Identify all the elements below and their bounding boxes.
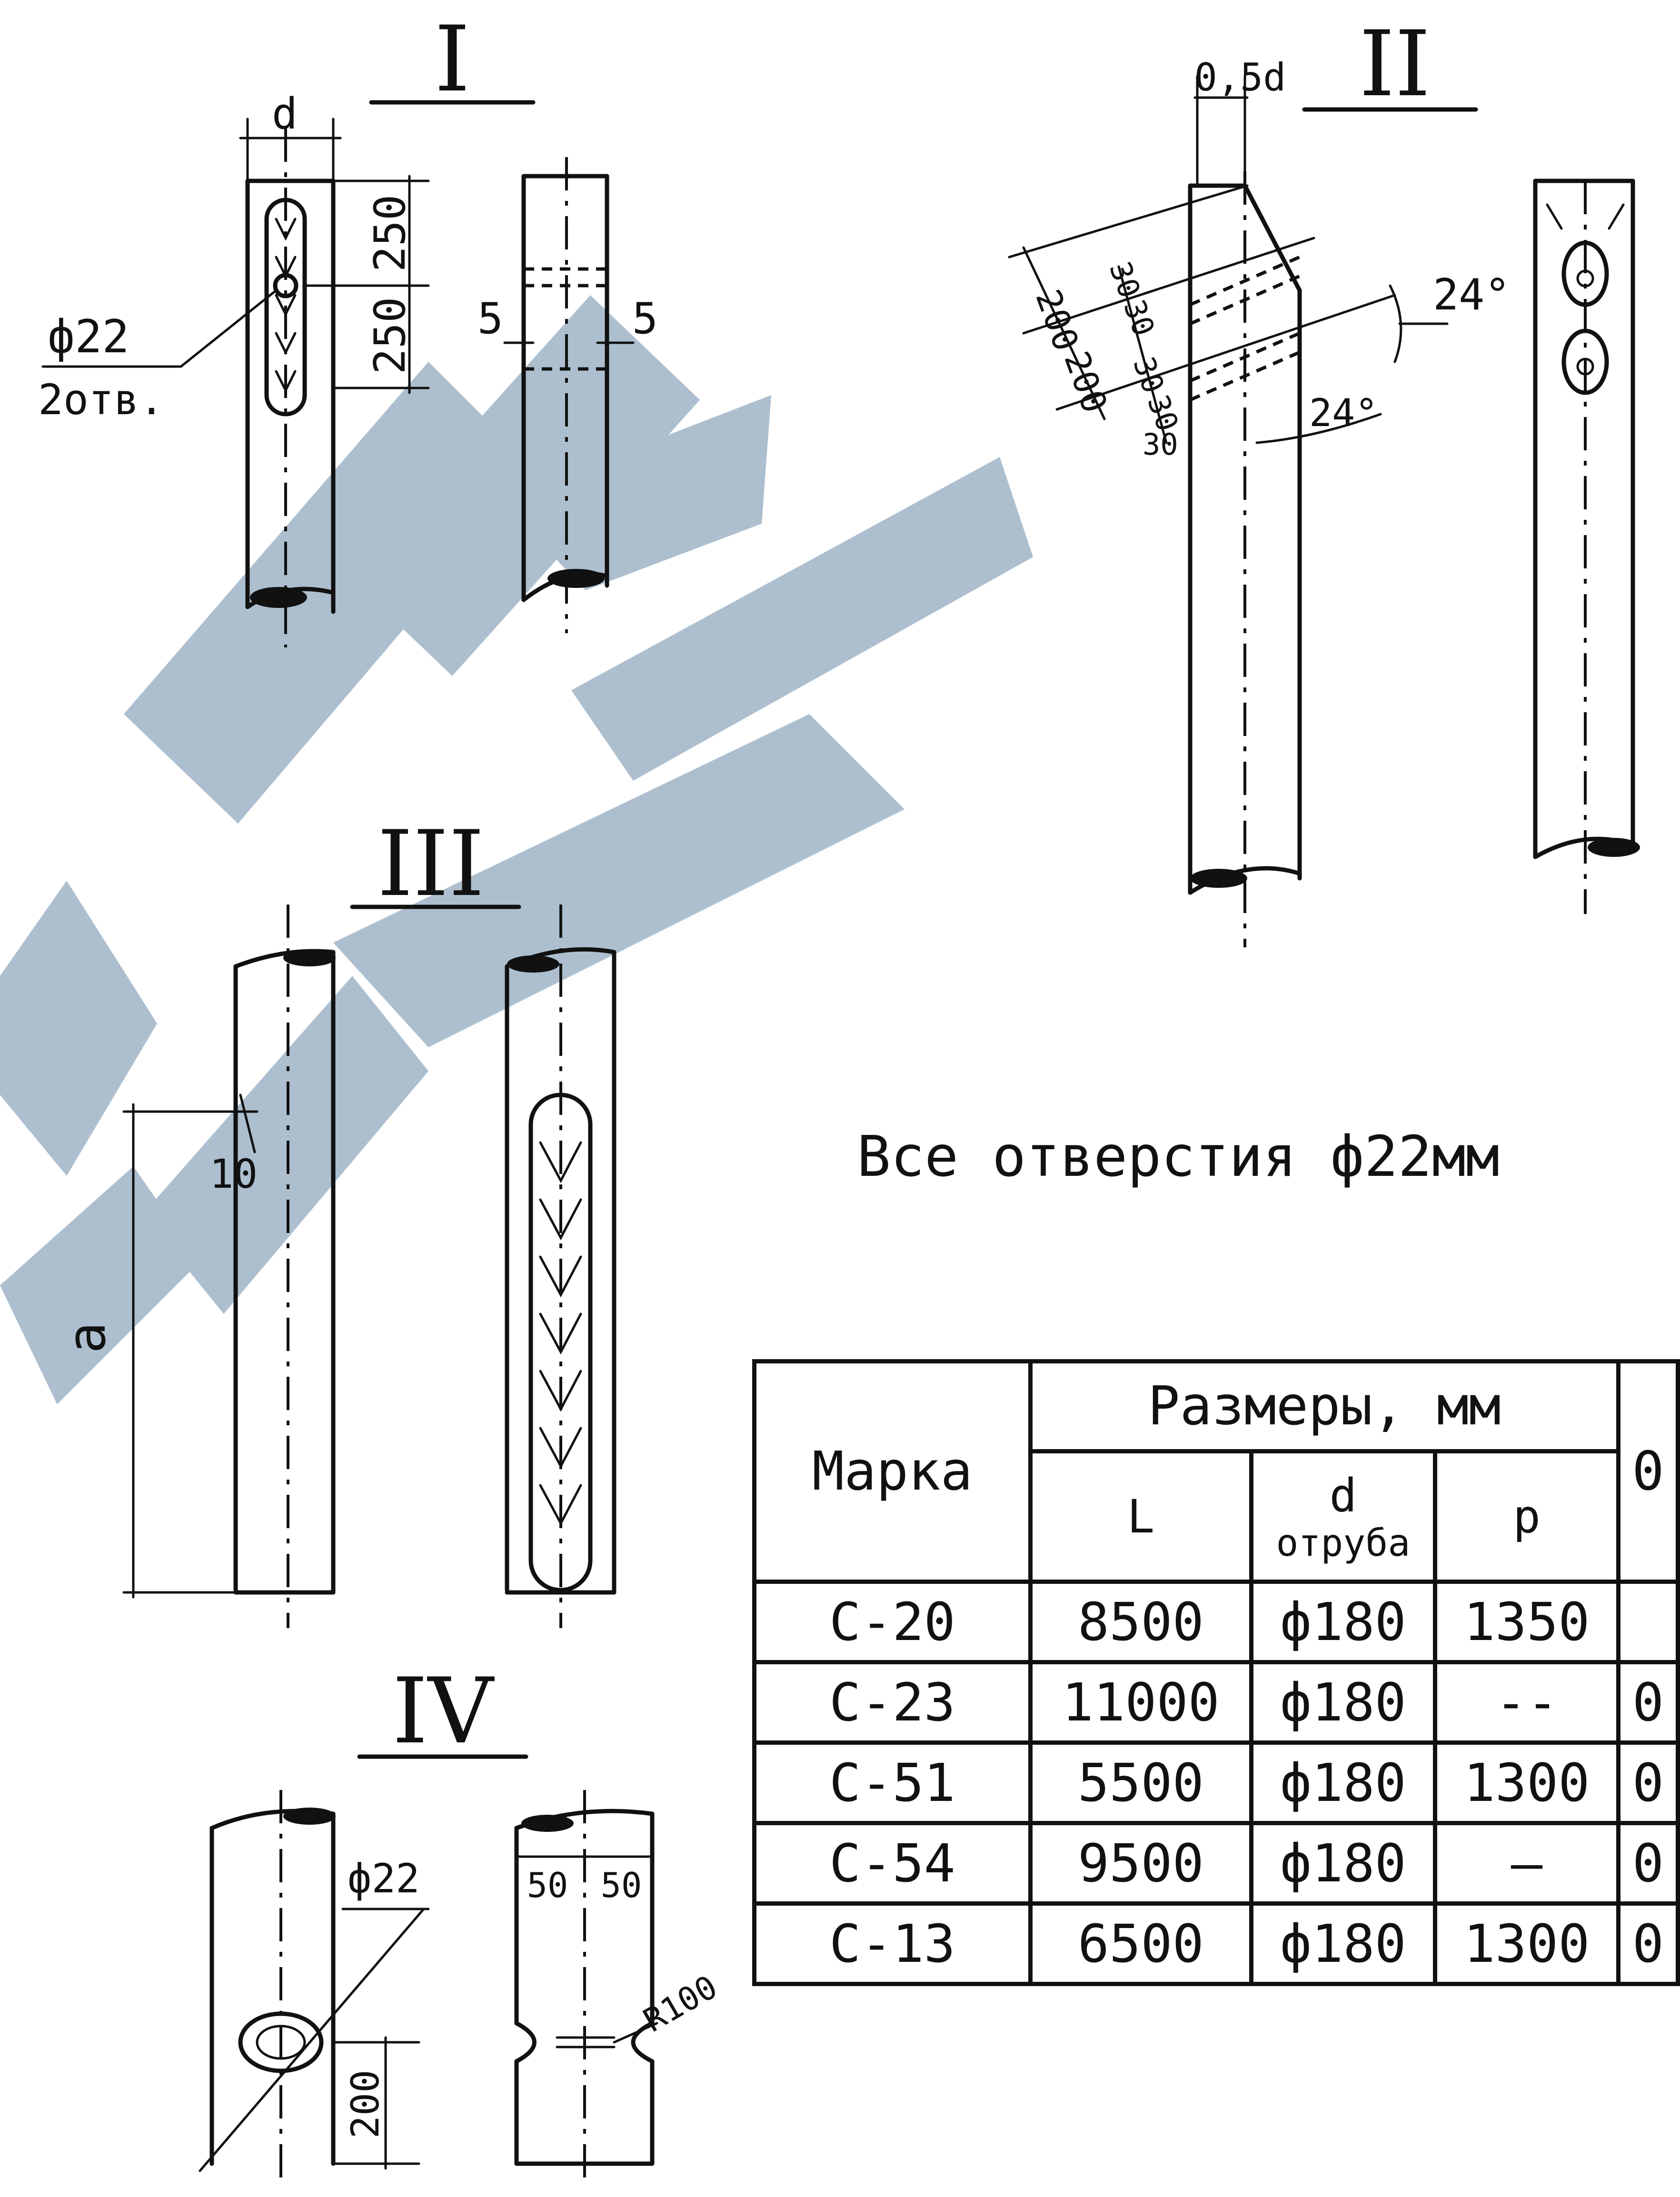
table-row: С-54 9500 ф180 — 0 xyxy=(752,1821,1680,1906)
view-1: I d 250 250 ф22 2отв. xyxy=(38,7,658,647)
spec-table: Марка Размеры, мм 0 L d отруба р С-20 85… xyxy=(752,1359,1680,1986)
view-2: II 0,5d 200 200 30 30 30 30 30 xyxy=(1008,11,1640,947)
header-d-cell: d отруба xyxy=(1249,1449,1438,1584)
pipe-1-side xyxy=(521,157,609,633)
pipe-3-front xyxy=(233,905,336,1628)
cell-p: — xyxy=(1433,1821,1620,1906)
dim-250-top: 250 xyxy=(365,195,415,272)
cell-d: ф180 xyxy=(1249,1660,1438,1745)
table-row: С-20 8500 ф180 1350 xyxy=(752,1580,1680,1664)
dim-50-b: 50 xyxy=(601,1865,642,1905)
cell-p: 1300 xyxy=(1433,1901,1620,1986)
pipe-4-side xyxy=(514,1790,655,2185)
cell-extra: 0 xyxy=(1616,1901,1680,1986)
cell-mark: С-20 xyxy=(752,1580,1033,1664)
dim-200-a: 200 xyxy=(1028,284,1086,356)
pipe-2-side xyxy=(1533,179,1640,914)
cell-mark: С-13 xyxy=(752,1901,1033,1986)
table-row: С-13 6500 ф180 1300 0 xyxy=(752,1901,1680,1986)
cell-extra: 0 xyxy=(1616,1740,1680,1825)
table-row: С-23 11000 ф180 -- 0 xyxy=(752,1660,1680,1745)
cell-mark: С-54 xyxy=(752,1821,1033,1906)
view-4-roman: IV xyxy=(392,1659,495,1764)
pipe-2-front xyxy=(1188,171,1302,947)
cell-mark: С-23 xyxy=(752,1660,1033,1745)
dim-30-e: 30 xyxy=(1143,427,1178,462)
angle-label-a: 24° xyxy=(1433,270,1511,320)
dim-50-a: 50 xyxy=(527,1865,568,1905)
dim-200-label: 200 xyxy=(343,2070,388,2139)
view-2-roman: II xyxy=(1359,11,1431,117)
pipe-3-side xyxy=(505,905,616,1628)
cell-p: 1350 xyxy=(1433,1580,1620,1664)
cell-L: 5500 xyxy=(1028,1740,1253,1825)
side-dim-left: 5 xyxy=(477,294,503,344)
dim-d-label: d xyxy=(272,89,298,139)
cell-p: -- xyxy=(1433,1660,1620,1745)
cell-d: ф180 xyxy=(1249,1901,1438,1986)
angle-label-b: 24° xyxy=(1309,391,1378,435)
pipe-4-front xyxy=(209,1790,336,2185)
header-L: L xyxy=(1028,1449,1253,1584)
pipe-1-front xyxy=(245,129,336,647)
dim-a-label: a xyxy=(56,1322,117,1353)
view-3: III 10 a xyxy=(56,811,616,1628)
header-d-sub: отруба xyxy=(1276,1521,1411,1565)
dim-30-c: 30 xyxy=(1126,352,1171,398)
holes-note: Все отверстия ф22мм xyxy=(857,1123,1500,1189)
table-row: С-51 5500 ф180 1300 0 xyxy=(752,1740,1680,1825)
header-mark: Марка xyxy=(752,1359,1033,1584)
hole-label-4: ф22 xyxy=(348,1855,420,1902)
cell-d: ф180 xyxy=(1249,1580,1438,1664)
view-4: IV ф22 200 50 50 R1 xyxy=(199,1659,724,2185)
cell-L: 11000 xyxy=(1028,1660,1253,1745)
dim-30-b: 30 xyxy=(1117,295,1162,340)
hole-label-1: ф22 xyxy=(48,311,129,363)
cell-extra: 0 xyxy=(1616,1660,1680,1745)
dim-10-label: 10 xyxy=(209,1151,258,1197)
dim-250-bottom: 250 xyxy=(365,297,415,375)
header-p: р xyxy=(1433,1449,1620,1584)
side-dim-right: 5 xyxy=(632,294,658,344)
header-d: d xyxy=(1329,1469,1357,1522)
cell-d: ф180 xyxy=(1249,1821,1438,1906)
view-3-roman: III xyxy=(377,811,484,916)
cell-mark: С-51 xyxy=(752,1740,1033,1825)
header-dimensions: Размеры, мм xyxy=(1028,1359,1620,1453)
cell-L: 6500 xyxy=(1028,1901,1253,1986)
cell-L: 9500 xyxy=(1028,1821,1253,1906)
hole-count-1: 2отв. xyxy=(38,375,164,424)
view-1-roman: I xyxy=(434,7,470,112)
watermark-logo xyxy=(0,295,1033,1404)
cell-extra xyxy=(1616,1580,1680,1664)
cell-d: ф180 xyxy=(1249,1740,1438,1825)
cell-p: 1300 xyxy=(1433,1740,1620,1825)
cell-extra: 0 xyxy=(1616,1821,1680,1906)
header-extra: 0 xyxy=(1616,1359,1680,1584)
cell-L: 8500 xyxy=(1028,1580,1253,1664)
offset-label: 0,5d xyxy=(1194,55,1286,99)
